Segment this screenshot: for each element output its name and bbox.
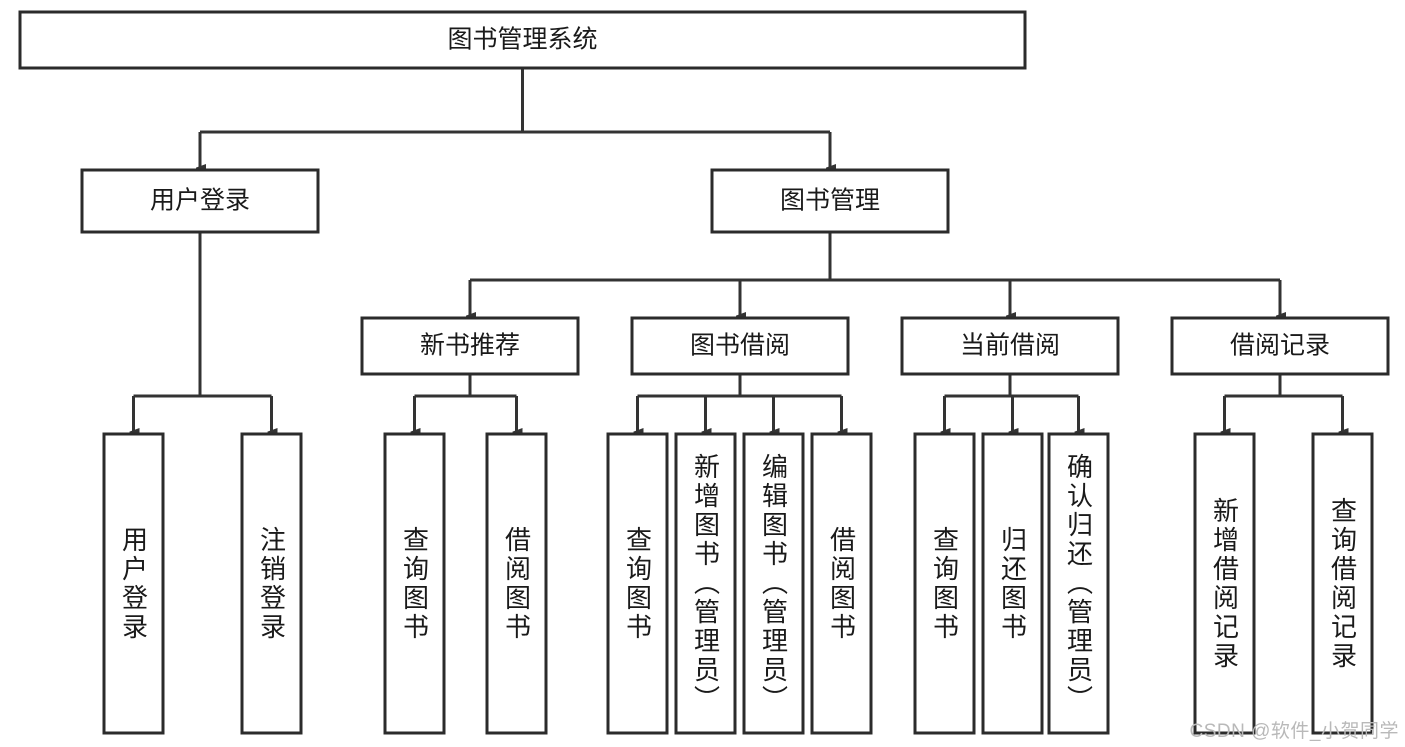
- node-query-book-2[interactable]: [606, 432, 669, 735]
- node-box-root: [18, 10, 1027, 70]
- node-borrow-book-2[interactable]: [810, 432, 873, 735]
- node-add-borrow-record[interactable]: [1193, 432, 1256, 735]
- node-box-confirm-return: [1047, 432, 1110, 735]
- node-current-borrow[interactable]: 当前借阅: [900, 316, 1120, 376]
- node-box-borrow-book-1: [485, 432, 548, 735]
- node-user-login[interactable]: 用户登录: [80, 168, 320, 234]
- node-label-book-manage: 图书管理: [780, 187, 880, 215]
- node-box-book-manage: [710, 168, 950, 234]
- node-box-add-book: [674, 432, 737, 735]
- node-borrow-record[interactable]: 借阅记录: [1170, 316, 1390, 376]
- node-query-book-1[interactable]: [383, 432, 446, 735]
- node-confirm-return[interactable]: [1047, 432, 1110, 735]
- node-box-user-login: [80, 168, 320, 234]
- node-box-new-book-recommend: [360, 316, 580, 376]
- node-box-query-book-2: [606, 432, 669, 735]
- node-book-borrow[interactable]: 图书借阅: [630, 316, 850, 376]
- node-box-user-login-do: [102, 432, 165, 735]
- node-query-book-3[interactable]: [913, 432, 976, 735]
- edge-layer: [134, 68, 1343, 432]
- node-box-query-book-3: [913, 432, 976, 735]
- node-label-current-borrow: 当前借阅: [960, 332, 1060, 360]
- node-box-edit-book: [742, 432, 805, 735]
- node-new-book-recommend[interactable]: 新书推荐: [360, 316, 580, 376]
- node-user-login-do[interactable]: [102, 432, 165, 735]
- node-label-book-borrow: 图书借阅: [690, 332, 790, 360]
- node-root[interactable]: 图书管理系统: [18, 10, 1027, 70]
- node-box-borrow-book-2: [810, 432, 873, 735]
- node-box-borrow-record: [1170, 316, 1390, 376]
- node-box-return-book: [981, 432, 1044, 735]
- node-return-book[interactable]: [981, 432, 1044, 735]
- node-box-query-book-1: [383, 432, 446, 735]
- node-box-current-borrow: [900, 316, 1120, 376]
- node-borrow-book-1[interactable]: [485, 432, 548, 735]
- node-label-user-login: 用户登录: [150, 187, 250, 215]
- node-box-add-borrow-record: [1193, 432, 1256, 735]
- node-box-book-borrow: [630, 316, 850, 376]
- node-add-book[interactable]: [674, 432, 737, 735]
- node-edit-book[interactable]: [742, 432, 805, 735]
- node-book-manage[interactable]: 图书管理: [710, 168, 950, 234]
- node-box-user-logout: [240, 432, 303, 735]
- node-query-borrow-record[interactable]: [1311, 432, 1374, 735]
- node-label-root: 图书管理系统: [447, 26, 597, 54]
- node-label-new-book-recommend: 新书推荐: [420, 332, 520, 360]
- node-box-query-borrow-record: [1311, 432, 1374, 735]
- node-user-logout[interactable]: [240, 432, 303, 735]
- node-label-borrow-record: 借阅记录: [1230, 332, 1330, 360]
- csdn-watermark: CSDN @软件_小贺同学: [1189, 721, 1399, 742]
